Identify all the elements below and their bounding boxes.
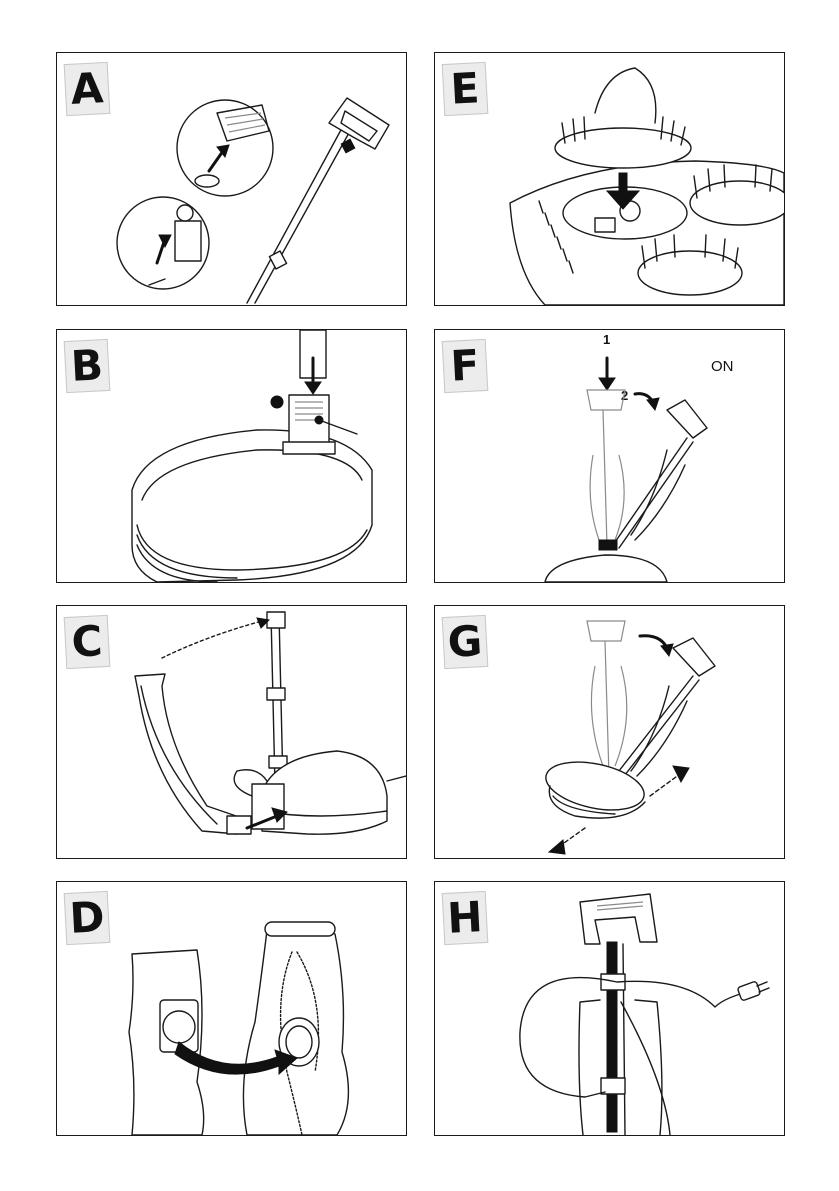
- bag-insert-illustration: [57, 882, 406, 1135]
- panel-a: A: [56, 52, 407, 306]
- brush-fitting-illustration: [435, 53, 784, 305]
- handle-screw-illustration: [57, 330, 406, 582]
- bag-attach-illustration: [57, 606, 406, 858]
- cord-storage-illustration: [435, 882, 784, 1135]
- tilt-operation-illustration: [435, 606, 784, 858]
- panel-e: E: [434, 52, 785, 306]
- handle-assembly-illustration: [57, 53, 406, 305]
- panel-b: B: [56, 329, 407, 583]
- panel-g: G: [434, 605, 785, 859]
- handle-release-illustration: [435, 330, 784, 582]
- panel-d: D: [56, 881, 407, 1136]
- panel-f: F 1 2 ON: [434, 329, 785, 583]
- panel-h: H: [434, 881, 785, 1136]
- panel-c: C: [56, 605, 407, 859]
